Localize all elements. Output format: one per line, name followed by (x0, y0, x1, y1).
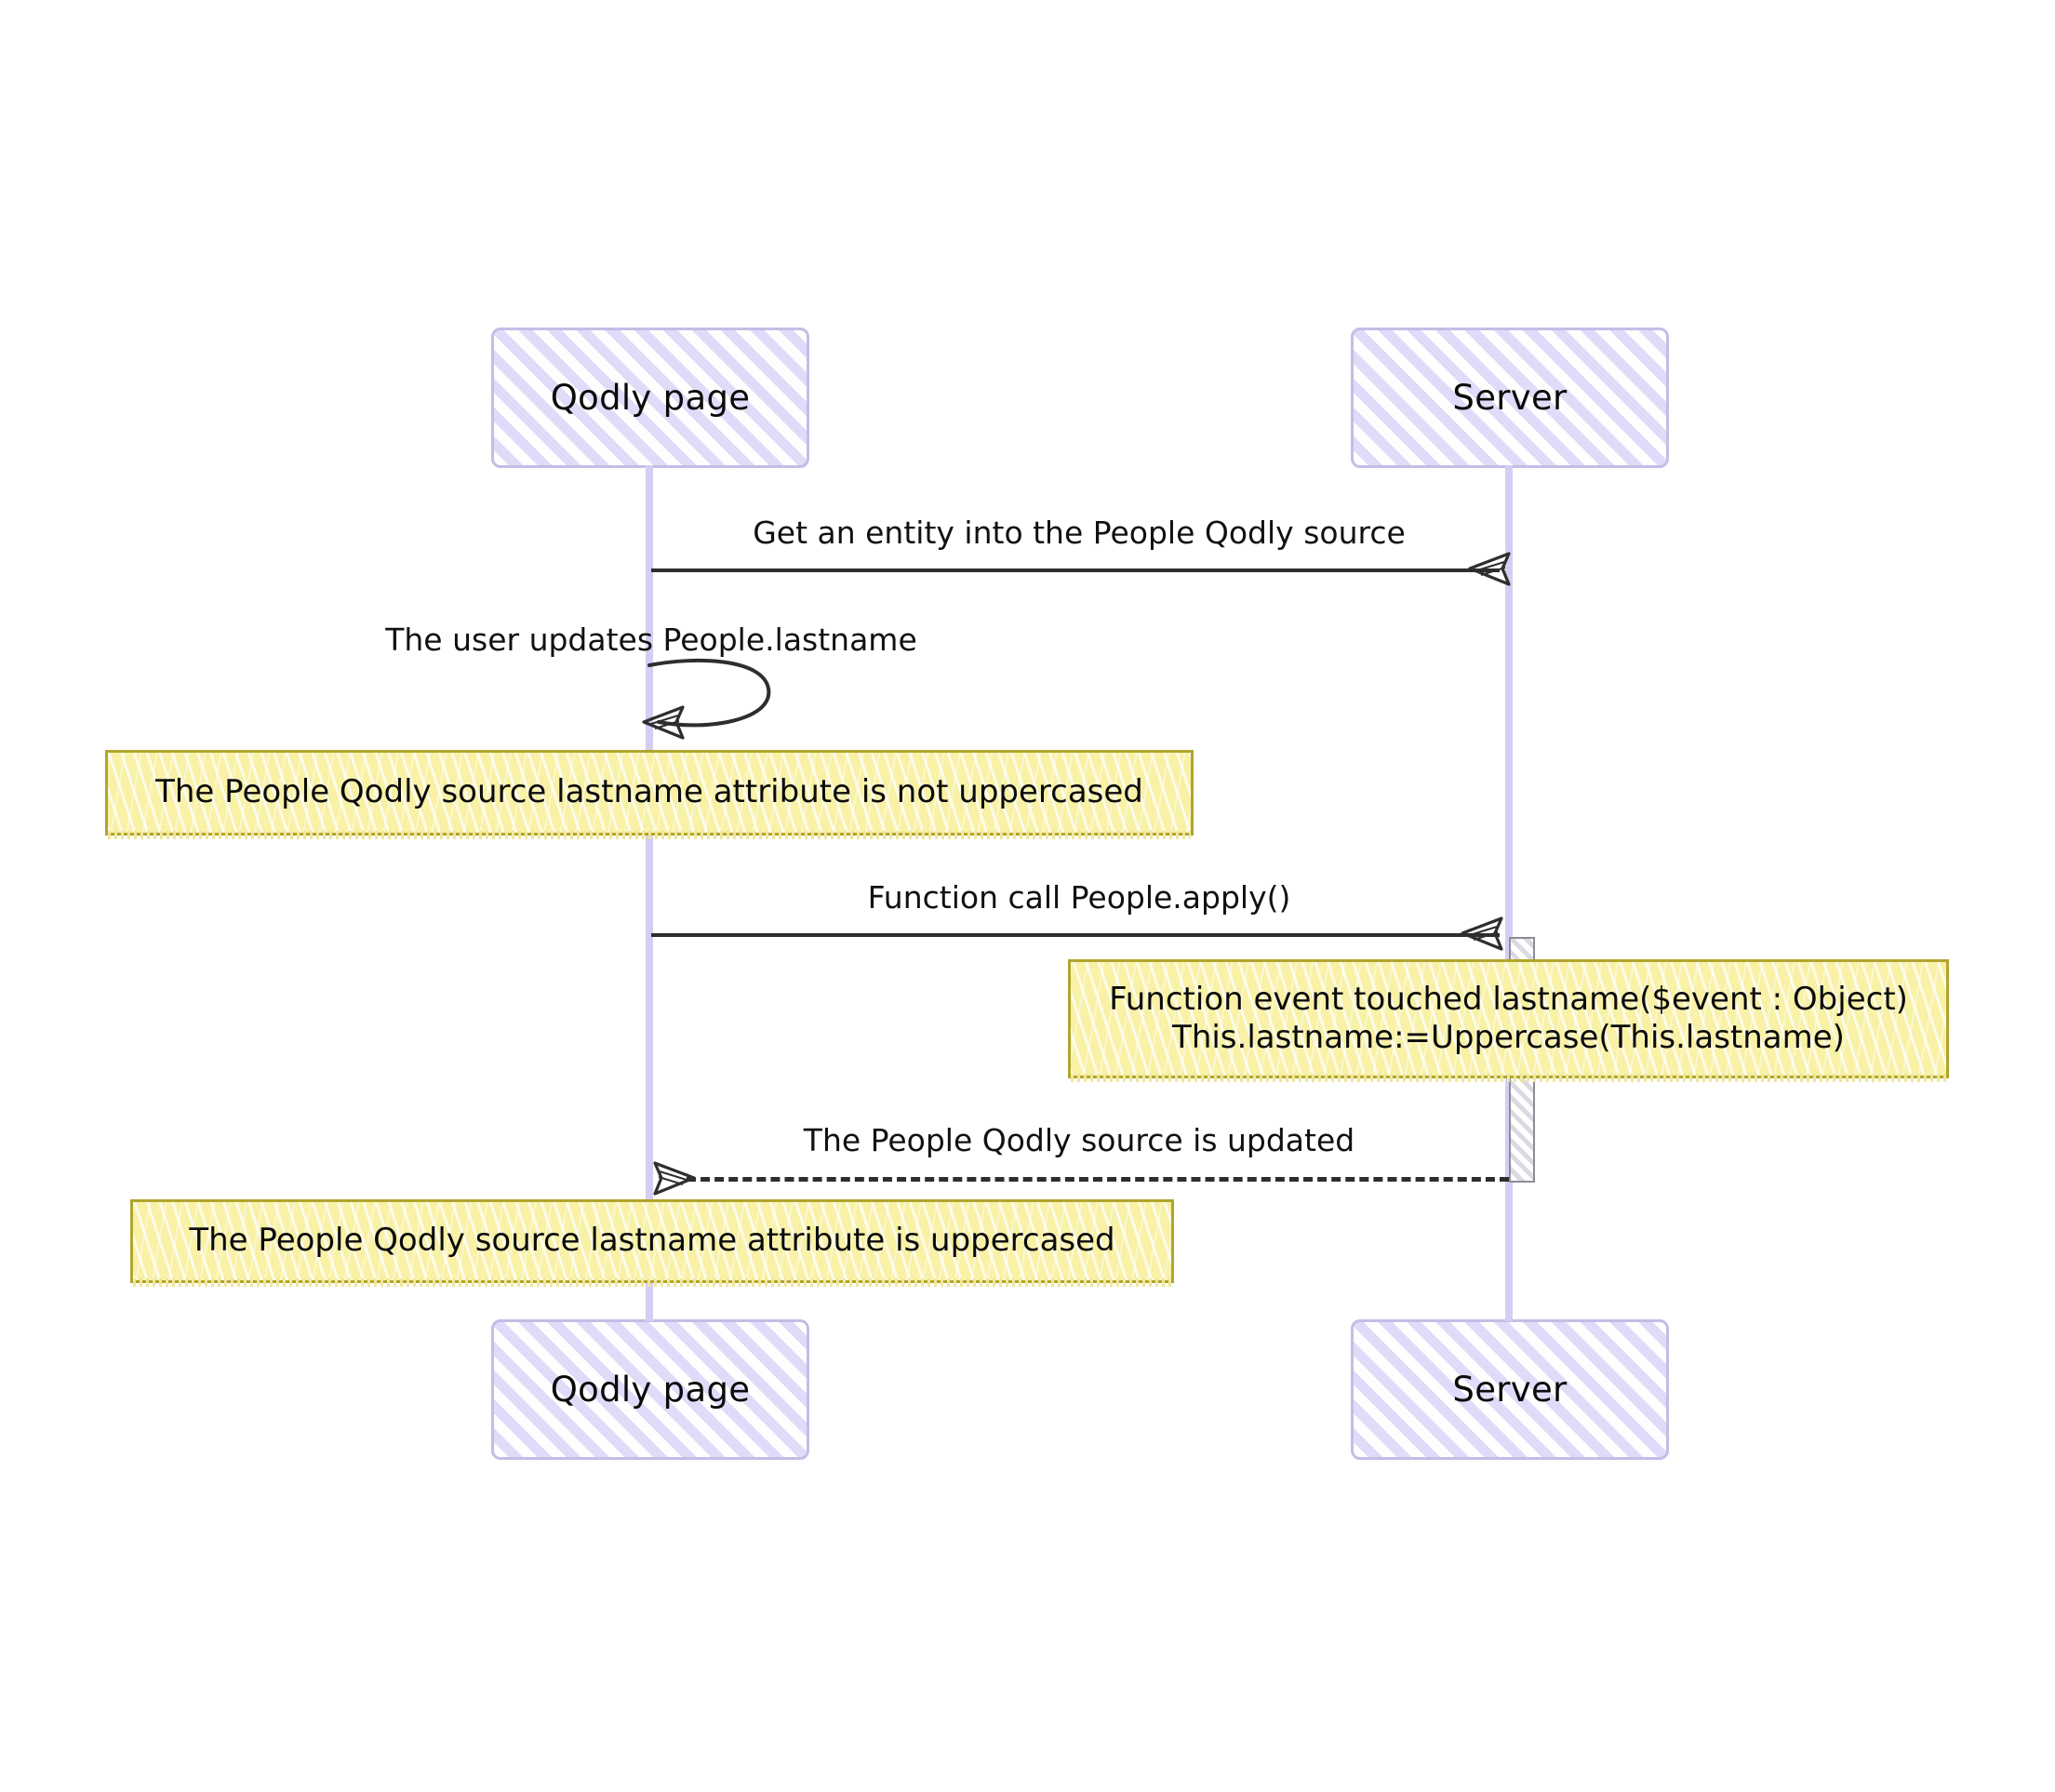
participant-label-server-top: Server (1452, 378, 1568, 418)
note-line: Function event touched lastname($event :… (1109, 980, 1908, 1018)
message-line-function-call (651, 933, 1500, 937)
participant-label-qodly-page-bottom: Qodly page (550, 1370, 751, 1410)
participant-box-server-bottom[interactable]: Server (1351, 1319, 1669, 1460)
lifeline-server (1505, 465, 1513, 1321)
participant-box-qodly-page-top[interactable]: Qodly page (491, 328, 809, 468)
arrowhead-right-function-call (1459, 908, 1511, 964)
message-line-source-updated (687, 1177, 1509, 1182)
note-line: This.lastname:=Uppercase(This.lastname) (1172, 1019, 1845, 1056)
note-frill (108, 831, 1191, 839)
note-lastname-uppercased: The People Qodly source lastname attribu… (130, 1199, 1174, 1287)
participant-label-qodly-page-top: Qodly page (550, 378, 751, 418)
message-label-get-entity: Get an entity into the People Qodly sour… (753, 515, 1406, 551)
participant-box-server-top[interactable]: Server (1351, 328, 1669, 468)
self-loop-user-updates (642, 651, 828, 757)
note-lastname-not-uppercased: The People Qodly source lastname attribu… (105, 750, 1194, 839)
participant-label-server-bottom: Server (1452, 1370, 1568, 1410)
note-function-event-touched: Function event touched lastname($event :… (1068, 959, 1949, 1082)
message-label-source-updated: The People Qodly source is updated (803, 1122, 1355, 1158)
note-frill (133, 1278, 1171, 1287)
arrowhead-right-get-entity (1466, 543, 1518, 599)
note-line: The People Qodly source lastname attribu… (155, 773, 1143, 811)
arrowhead-left-source-updated (646, 1153, 698, 1209)
message-line-get-entity (651, 568, 1500, 572)
message-label-user-updates: The user updates People.lastname (385, 622, 917, 658)
message-label-function-call: Function call People.apply() (867, 879, 1291, 916)
note-line: The People Qodly source lastname attribu… (189, 1222, 1115, 1260)
participant-box-qodly-page-bottom[interactable]: Qodly page (491, 1319, 809, 1460)
lifeline-qodly-page (646, 465, 653, 1321)
note-frill (1071, 1074, 1946, 1082)
